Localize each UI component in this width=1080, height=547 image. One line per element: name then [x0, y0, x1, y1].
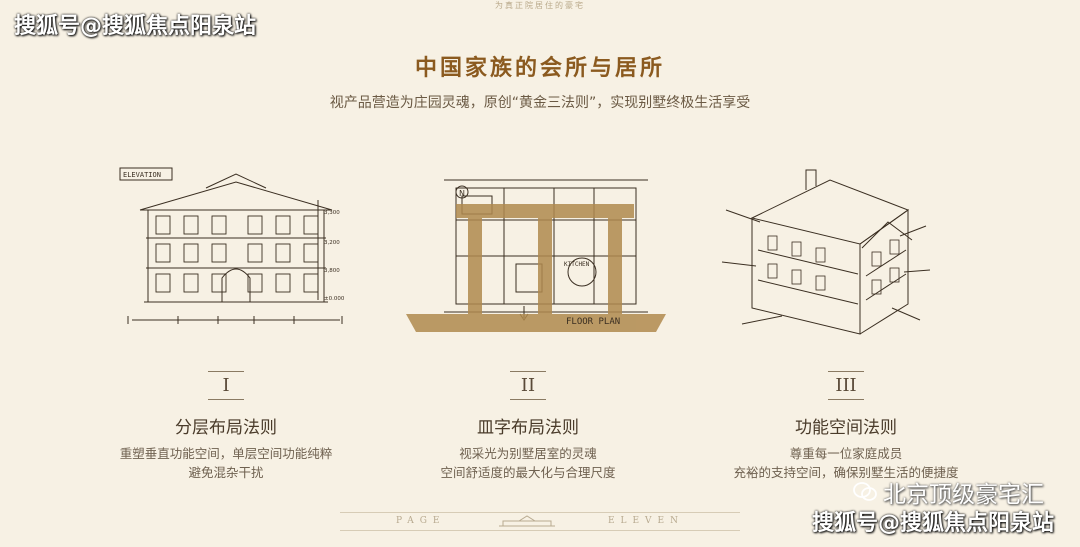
elevation-label: ELEVATION: [123, 171, 161, 179]
numeral-3: III: [828, 371, 864, 400]
wechat-account-name: 北京顶级豪宅汇: [883, 482, 1044, 508]
footer-eleven: ELEVEN: [607, 516, 684, 526]
svg-text:±0.000: ±0.000: [324, 296, 345, 302]
column-2-title: 皿字布局法则: [477, 418, 579, 438]
perspective-sketch: [721, 169, 931, 335]
numeral-1: I: [208, 371, 244, 400]
column-1-desc-line1: 重塑垂直功能空间，单层空间功能纯粹: [119, 446, 333, 461]
column-2-desc-line1: 视采光为别墅居室的灵魂: [459, 446, 597, 461]
column-1-desc: 重塑垂直功能空间，单层空间功能纯粹 避免混杂干扰: [76, 444, 376, 482]
footer-page: PAGE: [396, 516, 446, 526]
wechat-icon: [853, 482, 877, 501]
floor-plan-label: FLOOR PLAN: [566, 317, 620, 327]
svg-text:3,200: 3,200: [324, 240, 340, 246]
top-tagline: 为真正院居住的豪宅: [495, 1, 585, 10]
wechat-account: 北京顶级豪宅汇: [853, 475, 1044, 509]
column-1-desc-line2: 避免混杂干扰: [188, 465, 264, 480]
column-1-title: 分层布局法则: [175, 418, 277, 438]
watermark-top: 搜狐号@搜狐焦点阳泉站: [14, 14, 257, 39]
numeral-2: II: [510, 371, 546, 400]
north-label: N: [459, 189, 465, 198]
column-2-desc-line2: 空间舒适度的最大化与合理尺度: [440, 465, 616, 480]
building-emblem-icon: [498, 515, 555, 527]
column-2-desc: 视采光为别墅居室的灵魂 空间舒适度的最大化与合理尺度: [378, 444, 678, 482]
page-title: 中国家族的会所与居所: [414, 55, 665, 81]
svg-text:3,800: 3,800: [324, 268, 340, 274]
column-3-desc-line2: 充裕的支持空间，确保别墅生活的便捷度: [733, 465, 959, 480]
column-3-desc-line1: 尊重每一位家庭成员: [789, 446, 903, 461]
page-subtitle: 视产品营造为庄园灵魂，原创“黄金三法则”，实现别墅终极生活享受: [329, 95, 751, 111]
kitchen-label: KITCHEN: [564, 261, 590, 268]
column-3-title: 功能空间法则: [795, 418, 897, 438]
watermark-bottom: 搜狐号@搜狐焦点阳泉站: [811, 511, 1054, 536]
footer-rule-top: [340, 512, 740, 513]
footer-rule-bottom: [340, 530, 740, 531]
column-3-desc: 尊重每一位家庭成员 充裕的支持空间，确保别墅生活的便捷度: [696, 444, 996, 482]
elevation-sketch: ELEVATION 3,300 3,200 3,800 ±0.000: [119, 167, 345, 324]
footer-bar: PAGE ELEVEN: [340, 514, 740, 528]
svg-text:3,300: 3,300: [324, 210, 340, 216]
floor-plan-sketch: N KITCHEN FLOOR PLAN: [406, 179, 666, 332]
